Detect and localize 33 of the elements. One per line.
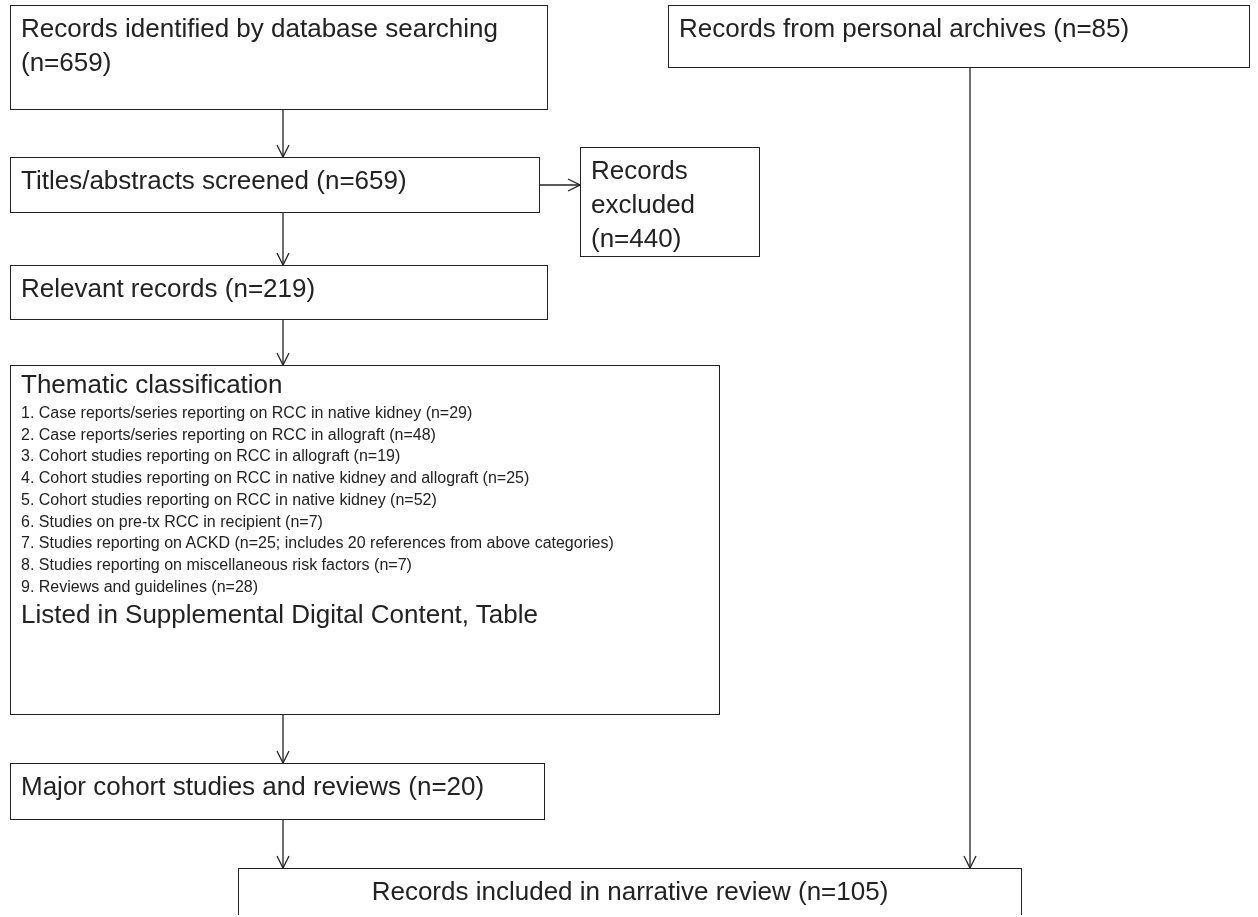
arrow [276,819,290,869]
box-label: Records excluded (n=440) [591,154,697,255]
process-box [10,265,548,320]
arrow [276,714,290,764]
arrow [276,109,290,158]
list-item: 7. Studies reporting on ACKD (n=25; includes 20 references from above categories) [21,533,615,554]
arrow [963,67,977,869]
process-box [10,365,720,715]
list-item: 1. Case reports/series reporting on RCC in native kidney (n=29) [21,402,474,423]
box-label: Titles/abstracts screened (n=659) [21,164,408,197]
box-label: Major cohort studies and reviews (n=20) [21,770,486,803]
list-item: 2. Case reports/series reporting on RCC in allograft (n=48) [21,424,437,445]
process-box [580,147,760,257]
list-item: 6. Studies on pre-tx RCC in recipient (n=7) [21,511,324,532]
box-label: Relevant records (n=219) [21,272,317,305]
process-box [238,868,1022,915]
arrow [276,319,290,366]
list-item: 5. Cohort studies reporting on RCC in native kidney (n=52) [21,489,438,510]
list-item: 8. Studies reporting on miscellaneous risk factors (n=7) [21,555,413,576]
process-box [10,157,540,213]
box-footer: Listed in Supplemental Digital Content, Table [21,597,709,632]
list-item: 9. Reviews and guidelines (n=28) [21,576,260,597]
arrow [539,178,581,192]
process-box [10,5,548,110]
box-label: Records included in narrative review (n=105) [370,875,890,908]
arrow [276,212,290,266]
box-heading: Thematic classification [21,368,284,401]
process-box [668,5,1250,68]
box-label: Records identified by database searching (n=659) [21,12,499,79]
process-box [10,763,545,820]
list-item: 4. Cohort studies reporting on RCC in native kidney and allograft (n=25) [21,468,531,489]
list-item: 3. Cohort studies reporting on RCC in allograft (n=19) [21,446,402,467]
box-label: Records from personal archives (n=85) [679,12,1131,45]
